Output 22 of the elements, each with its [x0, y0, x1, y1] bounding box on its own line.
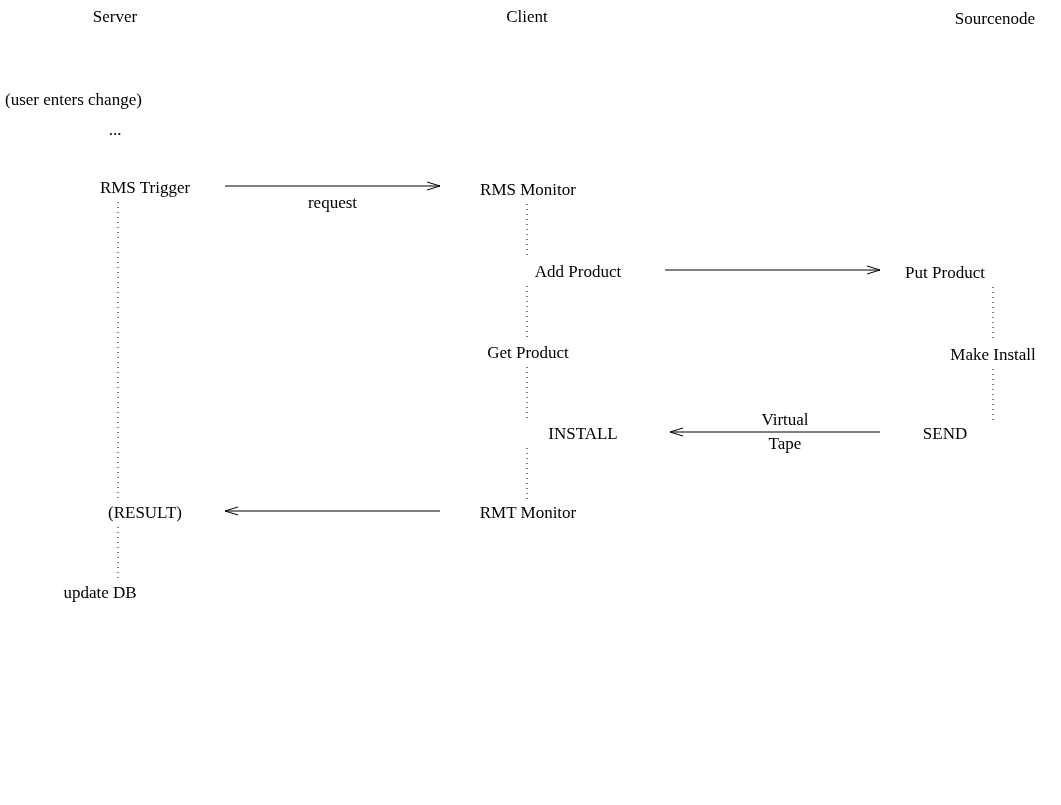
step-text: Make Install	[928, 341, 1058, 369]
step-text: INSTALL	[440, 420, 670, 448]
step-text: Get Product	[440, 339, 615, 367]
step-text: RMS Monitor	[440, 176, 615, 204]
arrow	[224, 506, 441, 516]
note-text: (user enters change)	[5, 91, 142, 108]
edge-label: Virtual Tape	[760, 409, 810, 455]
arrow	[224, 181, 441, 191]
step-text: Put Product	[880, 259, 1058, 287]
step-text: update DB	[20, 579, 180, 607]
step-text: Add Product	[440, 258, 665, 286]
edge-label: request	[307, 194, 358, 211]
step-text: (RESULT)	[20, 499, 225, 527]
column-heading: Client	[506, 8, 548, 25]
step-text: SEND	[880, 420, 1058, 448]
column-heading: Server	[92, 8, 138, 25]
step-text: RMT Monitor	[440, 499, 615, 527]
column-heading: Sourcenode	[954, 10, 1036, 27]
arrow	[664, 265, 881, 275]
note-text: ...	[108, 121, 122, 138]
arrow	[669, 427, 881, 437]
step-text: RMS Trigger	[20, 174, 225, 202]
